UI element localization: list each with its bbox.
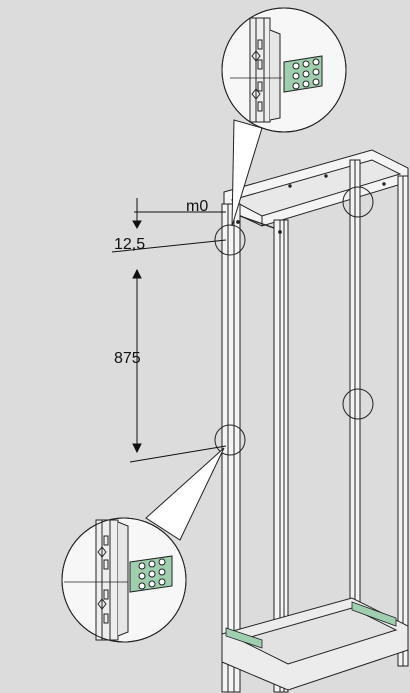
arrow-down-icon bbox=[132, 443, 142, 454]
marker-mid-left bbox=[214, 424, 246, 456]
spacing-label: 875 bbox=[114, 350, 141, 367]
arrow-down-icon bbox=[132, 220, 142, 230]
callout-top bbox=[221, 7, 347, 227]
base-frame bbox=[221, 597, 409, 692]
detail-markers bbox=[214, 186, 374, 456]
arrow-up-icon bbox=[132, 268, 142, 279]
offset-label: 12,5 bbox=[114, 236, 145, 253]
front-left-post bbox=[221, 203, 241, 693]
bracket-bottom bbox=[129, 555, 173, 593]
dimension-lines bbox=[111, 198, 227, 463]
m0-label: m0 bbox=[186, 198, 208, 215]
front-right-post bbox=[273, 219, 289, 693]
marker-top-back bbox=[342, 186, 374, 218]
callout-bottom bbox=[61, 447, 225, 643]
marker-mid-back bbox=[342, 388, 374, 420]
base-brackets bbox=[225, 601, 397, 649]
rack-frame bbox=[221, 149, 409, 693]
right-post bbox=[397, 175, 409, 667]
bracket-top bbox=[283, 55, 323, 93]
marker-top-left bbox=[214, 224, 246, 256]
